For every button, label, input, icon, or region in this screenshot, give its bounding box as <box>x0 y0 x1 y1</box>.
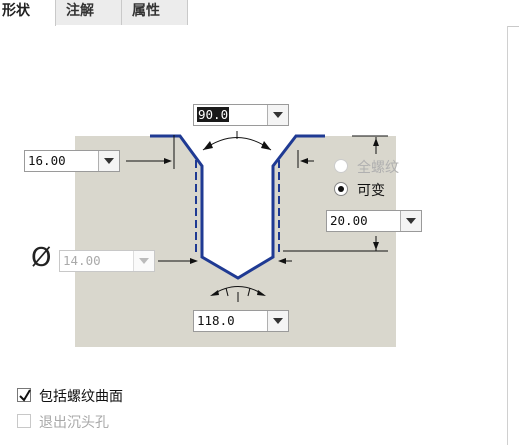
tab-annotation[interactable]: 注解 <box>56 0 122 25</box>
depth-combo[interactable]: 16.00 <box>24 150 120 172</box>
tip-angle-value: 118.0 <box>197 313 235 328</box>
exit-countersink-checkbox[interactable] <box>17 414 31 428</box>
radio-full-thread[interactable] <box>334 159 348 173</box>
diameter-dropdown-icon[interactable] <box>133 251 154 271</box>
thread-depth-dropdown-icon[interactable] <box>400 211 421 231</box>
depth-value: 16.00 <box>28 153 66 168</box>
diameter-combo[interactable]: 14.00 <box>59 250 155 272</box>
tip-angle-combo[interactable]: 118.0 <box>193 310 289 332</box>
exit-countersink-label: 退出沉头孔 <box>39 415 109 431</box>
radio-variable[interactable] <box>334 182 348 196</box>
checkmark-icon <box>19 389 31 402</box>
tab-shape[interactable]: 形状 <box>0 0 56 27</box>
depth-dropdown-icon[interactable] <box>98 151 119 171</box>
diameter-value: 14.00 <box>63 253 101 268</box>
angle-top-combo[interactable]: 90.0 <box>193 104 289 126</box>
thread-depth-combo[interactable]: 20.00 <box>326 210 422 232</box>
thread-depth-value: 20.00 <box>330 213 368 228</box>
include-thread-surface-label: 包括螺纹曲面 <box>39 389 123 405</box>
include-thread-surface-checkbox[interactable] <box>17 388 31 402</box>
tab-properties-label: 属性 <box>132 3 160 19</box>
angle-top-dropdown-icon[interactable] <box>267 105 288 125</box>
tab-annotation-label: 注解 <box>66 3 94 19</box>
tab-shape-label: 形状 <box>2 3 30 19</box>
radio-variable-label: 可变 <box>357 183 385 199</box>
tip-angle-dropdown-icon[interactable] <box>267 311 288 331</box>
tab-properties[interactable]: 属性 <box>122 0 188 25</box>
radio-full-thread-label: 全螺纹 <box>357 160 399 176</box>
tab-bar: 形状 注解 属性 <box>0 0 519 27</box>
diameter-symbol-icon: Ø <box>31 243 52 273</box>
angle-top-value: 90.0 <box>197 107 230 122</box>
